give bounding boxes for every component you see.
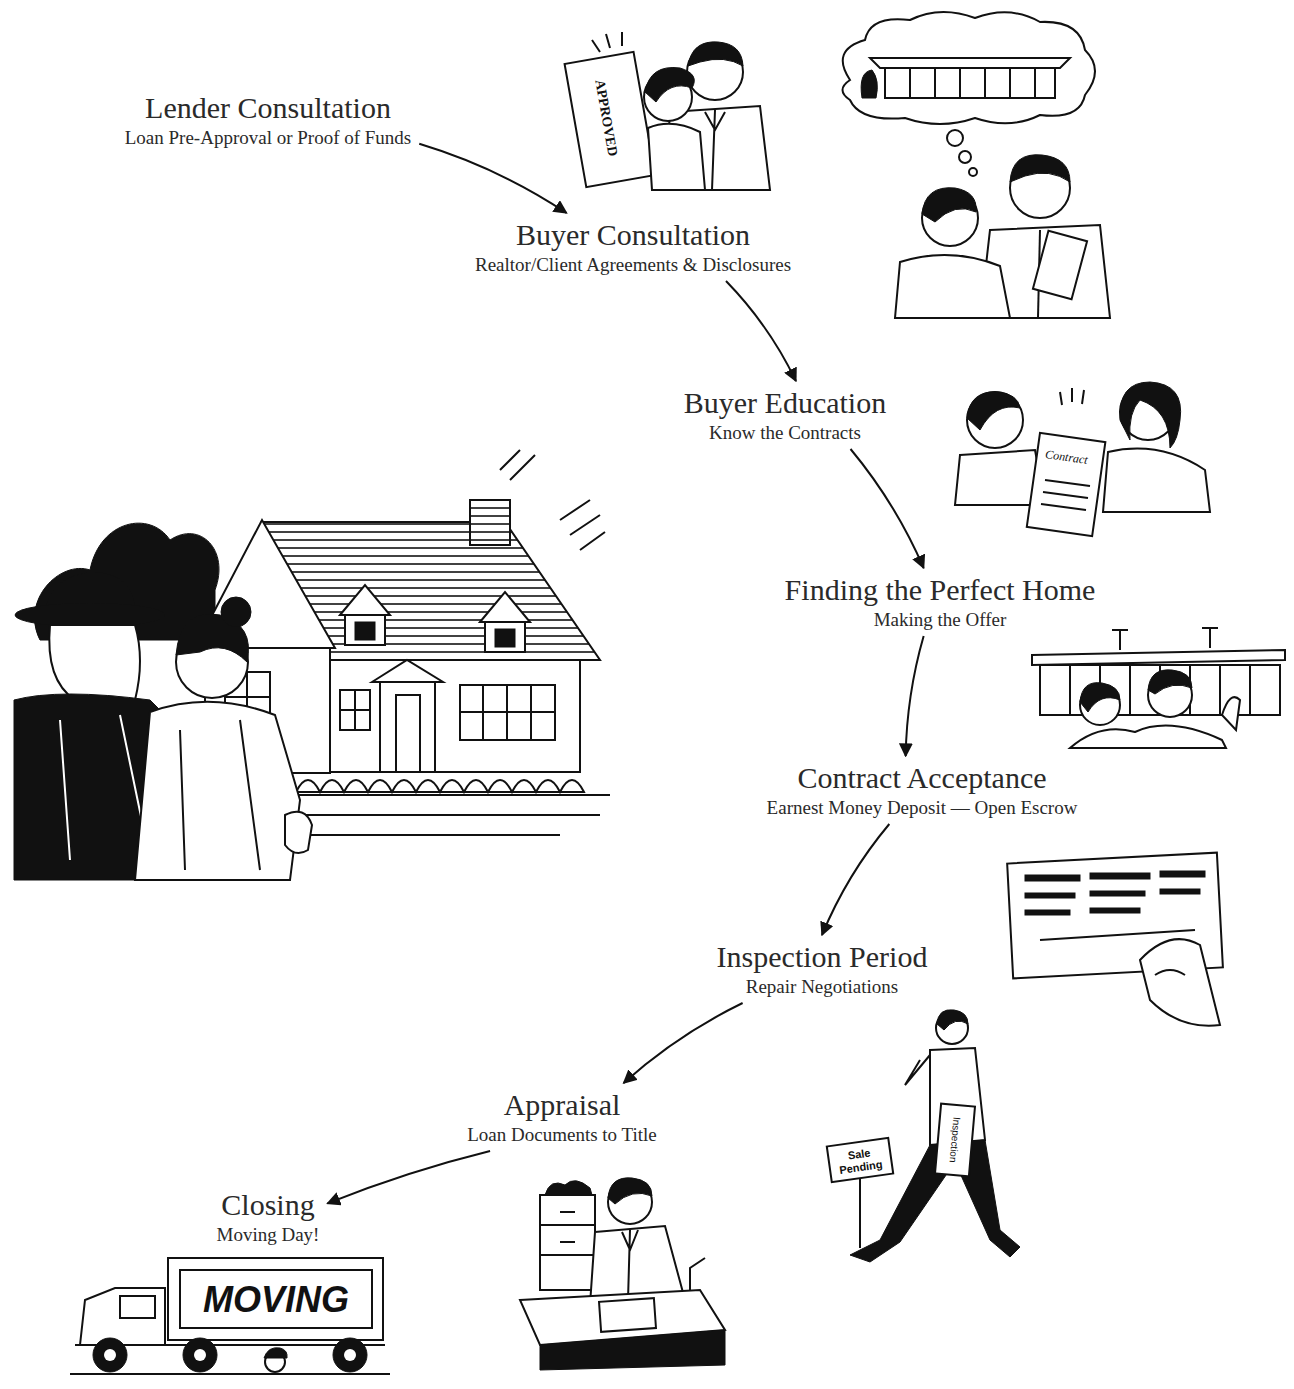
illustration-text: APPROVED [591,78,620,157]
step-subtitle: Making the Offer [785,608,1096,632]
truck-illustration [70,1258,390,1374]
dream-house-illustration [843,12,1111,318]
inspection-illustration [827,1010,1020,1262]
step-title: Buyer Education [684,385,886,421]
step-subtitle: Loan Documents to Title [467,1123,656,1147]
approval-illustration [565,32,770,190]
step-node: Finding the Perfect HomeMaking the Offer [777,568,1104,636]
step-node: Contract AcceptanceEarnest Money Deposit… [759,756,1086,824]
illustration-text: MOVING [203,1279,349,1320]
step-subtitle: Earnest Money Deposit — Open Escrow [767,796,1078,820]
signing-illustration [1007,853,1223,1026]
step-node: AppraisalLoan Documents to Title [459,1083,664,1151]
step-subtitle: Know the Contracts [684,421,886,445]
flow-arrow [822,824,889,935]
step-subtitle: Realtor/Client Agreements & Disclosures [475,253,791,277]
step-subtitle: Moving Day! [217,1223,320,1247]
contract-illustration [955,382,1210,536]
step-title: Closing [217,1187,320,1223]
step-node: ClosingMoving Day! [209,1183,328,1251]
appraisal-illustration [520,1178,725,1370]
step-subtitle: Loan Pre-Approval or Proof of Funds [125,126,412,150]
step-title: Buyer Consultation [475,217,791,253]
illustration-text: Contract [1044,448,1088,468]
offer-illustration [1032,628,1285,748]
step-title: Contract Acceptance [767,760,1078,796]
flow-arrow [624,1003,743,1083]
flow-arrow [419,144,566,213]
step-title: Finding the Perfect Home [785,572,1096,608]
step-title: Appraisal [467,1087,656,1123]
step-node: Buyer ConsultationRealtor/Client Agreeme… [467,213,799,281]
step-title: Inspection Period [717,939,928,975]
step-node: Buyer EducationKnow the Contracts [676,381,894,449]
step-subtitle: Repair Negotiations [717,975,928,999]
step-title: Lender Consultation [125,90,412,126]
flow-arrow [851,449,924,568]
illustration-text: Sale Pending [832,1144,887,1176]
flow-arrow [327,1151,490,1203]
flow-arrow [906,636,924,756]
illustration-text: Inspection [947,1117,962,1163]
step-node: Inspection PeriodRepair Negotiations [709,935,936,1003]
flow-arrow [726,281,796,381]
step-node: Lender ConsultationLoan Pre-Approval or … [117,86,420,154]
house-illustration [14,450,610,880]
